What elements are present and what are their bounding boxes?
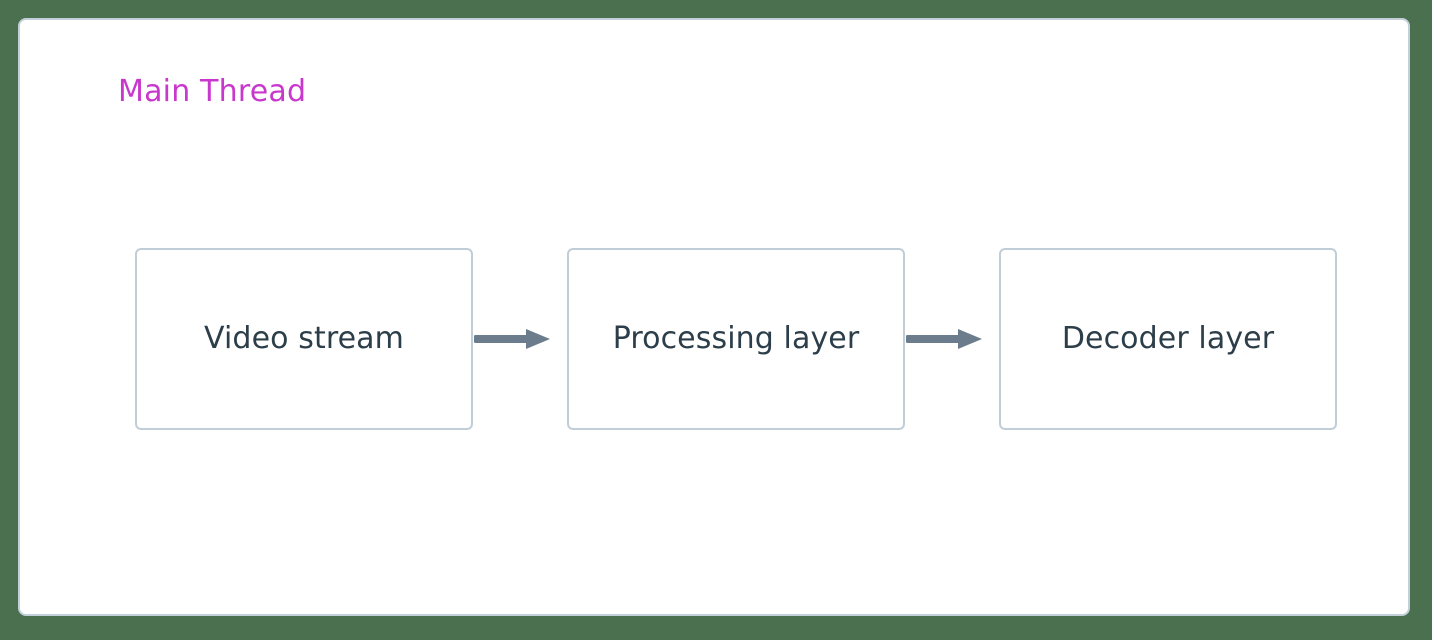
flow-row: Video stream Processing layer Decoder la…	[135, 248, 1337, 430]
edge-arrow-2	[905, 329, 982, 349]
node-video-stream[interactable]: Video stream	[135, 248, 473, 430]
node-label: Video stream	[204, 321, 404, 356]
node-label: Processing layer	[612, 321, 860, 356]
node-label: Decoder layer	[1061, 321, 1275, 356]
subgraph-title: Main Thread	[118, 74, 307, 109]
edge-arrow-1	[473, 329, 550, 349]
subgraph-main-thread: Main Thread Video stream Processing laye…	[18, 18, 1410, 616]
node-processing-layer[interactable]: Processing layer	[567, 248, 905, 430]
node-decoder-layer[interactable]: Decoder layer	[999, 248, 1337, 430]
